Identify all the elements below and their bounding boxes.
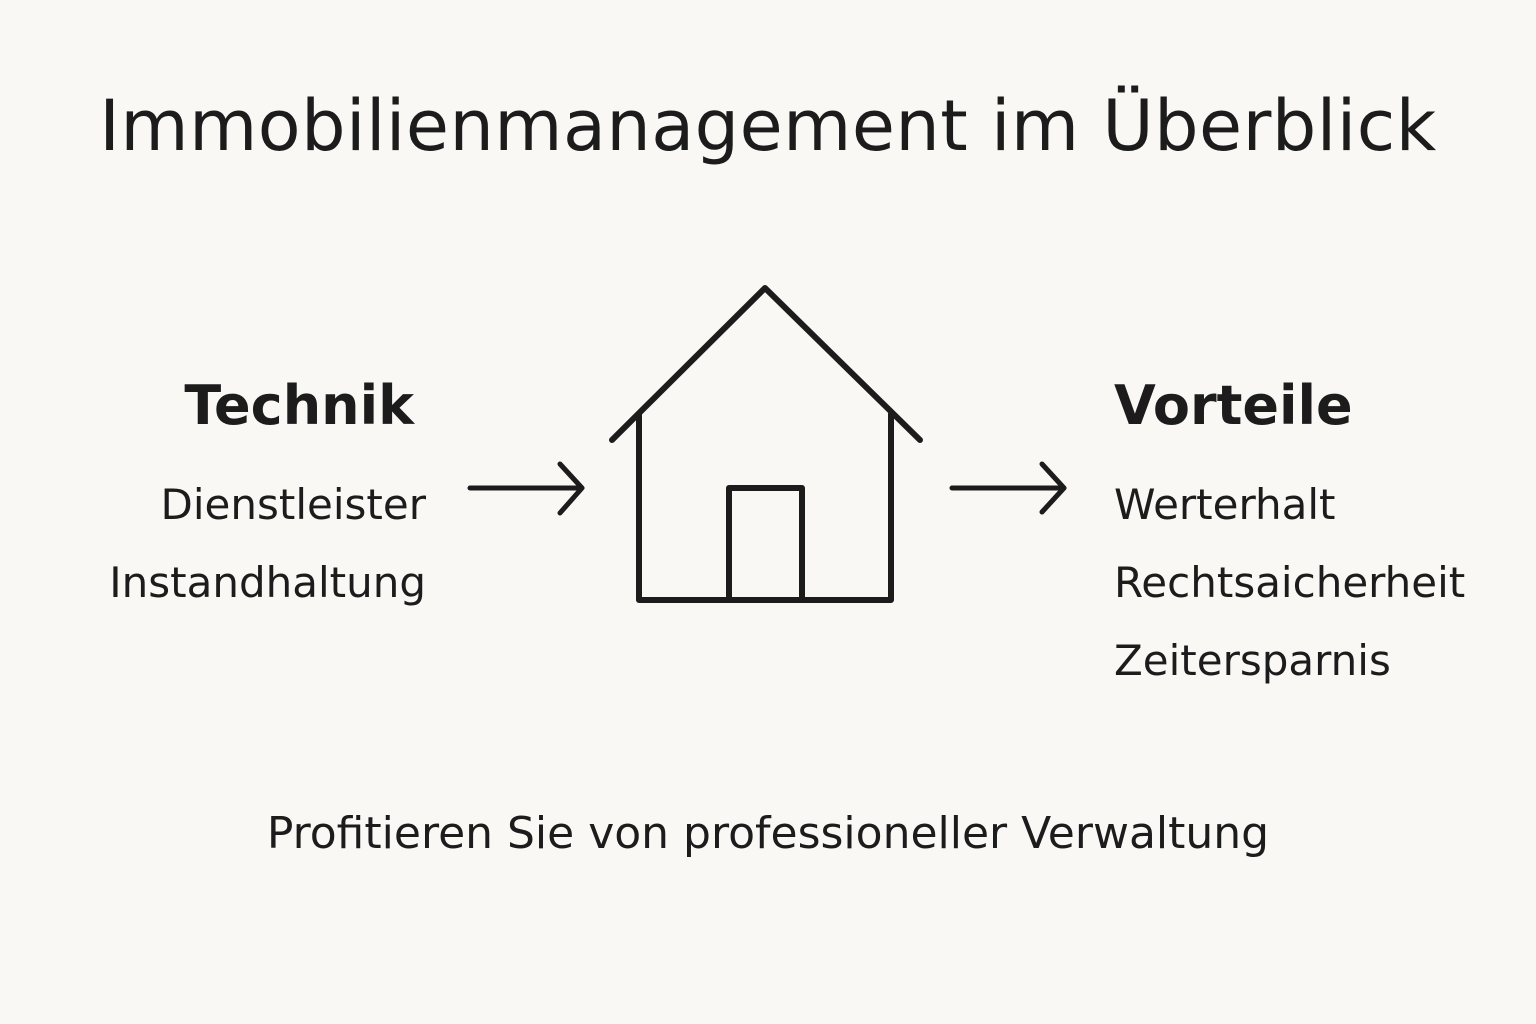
technik-item-instandhaltung: Instandhaltung [109, 558, 426, 607]
vorteile-heading: Vorteile [1114, 374, 1353, 437]
vorteile-section: Vorteile Werterhalt Rechtsaicherheit Zei… [1114, 370, 1514, 700]
technik-section: Technik Dienstleister Instandhaltung [60, 370, 426, 622]
vorteile-item-werterhalt: Werterhalt [1114, 480, 1336, 529]
vorteile-item-zeitersparnis: Zeitersparnis [1114, 636, 1391, 685]
house-icon [609, 285, 923, 603]
vorteile-item-rechtssicherheit: Rechtsaicherheit [1114, 558, 1466, 607]
arrow-right-icon [467, 461, 585, 516]
page-title: Immobilienmanagement im Überblick [99, 85, 1437, 167]
technik-heading: Technik [184, 374, 414, 437]
arrow-right-icon [949, 461, 1067, 515]
footer-tagline: Profitieren Sie von professioneller Verw… [266, 808, 1270, 859]
technik-item-dienstleister: Dienstleister [160, 480, 426, 529]
